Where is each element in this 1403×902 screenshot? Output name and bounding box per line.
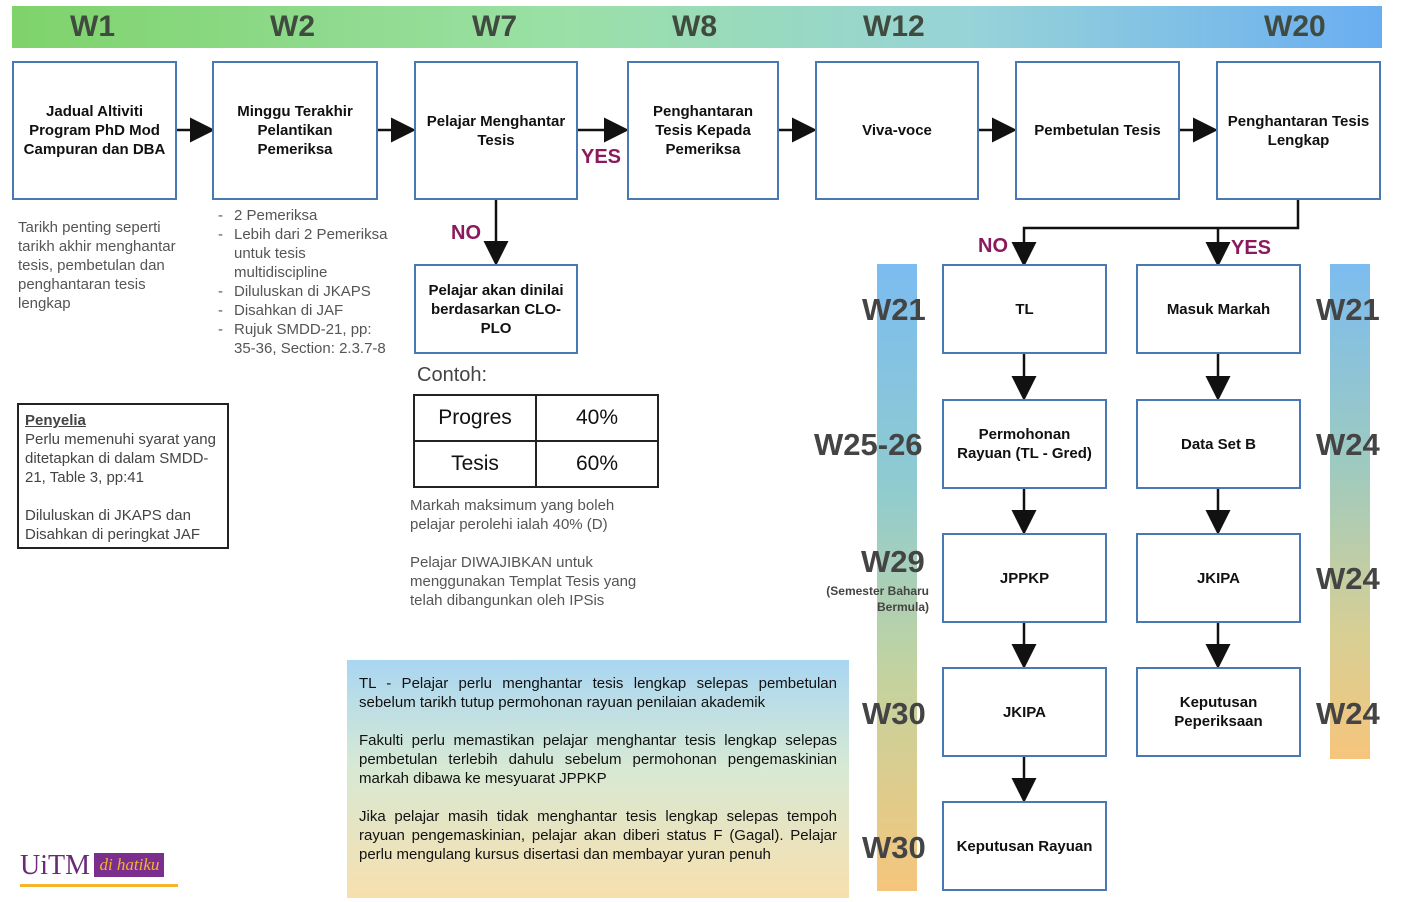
label-no-w20: NO — [978, 235, 1008, 257]
box-clo-plo: Pelajar akan dinilai berdasarkan CLO-PLO — [414, 264, 578, 354]
week-label-w29: W29 — [861, 544, 925, 579]
example-weight-table: Progres 40% Tesis 60% — [413, 394, 659, 488]
note-w2-item: Disahkan di JAF — [218, 301, 388, 320]
week-label-w21-left: W21 — [862, 292, 926, 327]
week-label-w1: W1 — [70, 10, 115, 43]
week-label-w7: W7 — [472, 10, 517, 43]
note-w2-item: 2 Pemeriksa — [218, 206, 388, 225]
week-timeline-bar: W1 W2 W7 W8 W12 W20 — [12, 6, 1382, 48]
box-keputusan-peperiksaan: Keputusan Peperiksaan — [1136, 667, 1301, 757]
week-label-w24-a: W24 — [1316, 427, 1380, 462]
box-jadual-aktiviti: Jadual Altiviti Program PhD Mod Campuran… — [12, 61, 177, 200]
table-cell-item: Tesis — [413, 440, 537, 488]
note-w2-item: Lebih dari 2 Pemeriksa untuk tesis multi… — [218, 225, 388, 282]
box-pelajar-menghantar-tesis: Pelajar Menghantar Tesis — [414, 61, 578, 200]
week-label-w20: W20 — [1264, 10, 1326, 43]
box-minggu-terakhir: Minggu Terakhir Pelantikan Pemeriksa — [212, 61, 378, 200]
week-label-w24-c: W24 — [1316, 696, 1380, 731]
box-jppkp: JPPKP — [942, 533, 1107, 623]
note-w2-item: Diluluskan di JKAPS — [218, 282, 388, 301]
note-w2-item: Rujuk SMDD-21, pp: 35-36, Section: 2.3.7… — [218, 320, 388, 358]
note-templat-tesis: Pelajar DIWAJIBKAN untuk menggunakan Tem… — [410, 554, 637, 609]
week-label-w30-b: W30 — [862, 830, 926, 865]
penyelia-approval: Diluluskan di JKAPS dan Disahkan di peri… — [25, 507, 201, 543]
week-label-w2: W2 — [270, 10, 315, 43]
table-row: Tesis 60% — [413, 440, 659, 488]
uitm-logo: UiTM di hatiku — [20, 850, 178, 887]
box-permohonan-rayuan: Permohonan Rayuan (TL - Gred) — [942, 399, 1107, 489]
box-viva-voce: Viva-voce — [815, 61, 979, 200]
note-markah-maksimum: Markah maksimum yang boleh pelajar perol… — [410, 497, 615, 533]
week-label-w21-right: W21 — [1316, 292, 1380, 327]
label-yes-w20: YES — [1231, 237, 1272, 259]
box-penghantaran-tesis-lengkap: Penghantaran Tesis Lengkap — [1216, 61, 1381, 200]
explanation-fakulti: Fakulti perlu memastikan pelajar menghan… — [359, 732, 837, 787]
week-label-w29-note: (Semester Baharu Bermula) — [826, 584, 929, 614]
penyelia-requirement: Perlu memenuhi syarat yang ditetapkan di… — [25, 431, 216, 486]
explanation-panel: TL - Pelajar perlu menghantar tesis leng… — [347, 660, 849, 898]
box-penghantaran-kepada-pemeriksa: Penghantaran Tesis Kepada Pemeriksa — [627, 61, 779, 200]
box-keputusan-rayuan: Keputusan Rayuan — [942, 801, 1107, 891]
note-w2-list: 2 Pemeriksa Lebih dari 2 Pemeriksa untuk… — [218, 206, 388, 358]
label-no-w7: NO — [451, 222, 481, 244]
logo-tagline: di hatiku — [94, 853, 165, 877]
week-label-w12: W12 — [863, 10, 925, 43]
week-label-w25-26: W25-26 — [814, 427, 923, 462]
box-data-set-b: Data Set B — [1136, 399, 1301, 489]
table-cell-item: Progres — [413, 394, 537, 442]
week-label-w8: W8 — [672, 10, 717, 43]
logo-text: UiTM — [20, 850, 90, 881]
box-jkipa-left: JKIPA — [942, 667, 1107, 757]
note-w1: Tarikh penting seperti tarikh akhir meng… — [18, 219, 176, 312]
label-yes-w7: YES — [581, 146, 622, 168]
penyelia-box: Penyelia Perlu memenuhi syarat yang dite… — [17, 403, 229, 549]
week-label-w30-a: W30 — [862, 696, 926, 731]
penyelia-title: Penyelia — [25, 412, 86, 429]
explanation-tl: TL - Pelajar perlu menghantar tesis leng… — [359, 675, 837, 711]
box-tl: TL — [942, 264, 1107, 354]
box-jkipa-right: JKIPA — [1136, 533, 1301, 623]
timeline-bar-left — [877, 264, 917, 891]
box-pembetulan-tesis: Pembetulan Tesis — [1015, 61, 1180, 200]
week-label-w24-b: W24 — [1316, 561, 1380, 596]
table-cell-value: 60% — [535, 440, 659, 488]
explanation-gagal: Jika pelajar masih tidak menghantar tesi… — [359, 808, 837, 863]
contoh-label: Contoh: — [417, 364, 488, 386]
box-masuk-markah: Masuk Markah — [1136, 264, 1301, 354]
timeline-bar-right — [1330, 264, 1370, 759]
table-row: Progres 40% — [413, 394, 659, 442]
table-cell-value: 40% — [535, 394, 659, 442]
